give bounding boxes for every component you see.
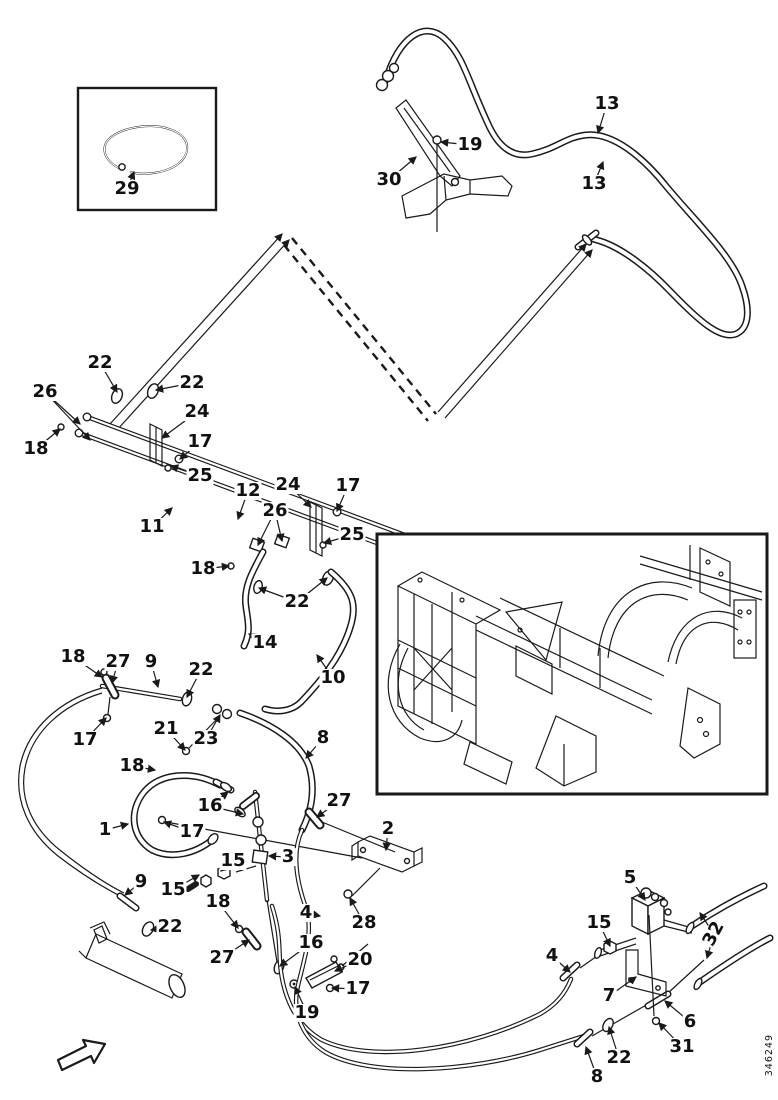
part-callout-11: 11 (138, 516, 166, 537)
part-callout-17: 17 (344, 978, 372, 999)
part-callout-22: 22 (178, 372, 206, 393)
part-callout-16: 16 (297, 932, 325, 953)
part-callout-23: 23 (192, 728, 220, 749)
part-callout-28: 28 (350, 912, 378, 933)
part-callout-24: 24 (183, 401, 211, 422)
part-callout-26: 26 (261, 500, 289, 521)
part-callout-22: 22 (605, 1047, 633, 1068)
part-callout-19: 19 (456, 134, 484, 155)
hose-8-bracket-2-artwork (240, 713, 423, 899)
part-callout-24: 24 (274, 474, 302, 495)
part-callout-9: 9 (143, 651, 159, 672)
part-callout-13: 13 (593, 93, 621, 114)
part-callout-22: 22 (156, 916, 184, 937)
part-callout-17: 17 (178, 821, 206, 842)
part-callout-21: 21 (152, 718, 180, 739)
part-callout-4: 4 (544, 945, 560, 966)
valve-5-assembly-artwork (593, 886, 770, 1017)
part-callout-26: 26 (31, 381, 59, 402)
part-callout-4: 4 (298, 902, 314, 923)
part-callout-22: 22 (86, 352, 114, 373)
part-callout-8: 8 (315, 727, 331, 748)
part-callout-12: 12 (234, 480, 262, 501)
part-callout-15: 15 (219, 850, 247, 871)
direction-arrow-icon (56, 1038, 107, 1072)
part-callout-18: 18 (59, 646, 87, 667)
part-callout-27: 27 (208, 947, 236, 968)
part-callout-25: 25 (186, 465, 214, 486)
part-callout-31: 31 (668, 1036, 696, 1057)
support-sleeve-artwork (78, 921, 186, 999)
part-callout-25: 25 (338, 524, 366, 545)
part-callout-18: 18 (189, 558, 217, 579)
part-callout-16: 16 (196, 795, 224, 816)
part-callout-29: 29 (113, 178, 141, 199)
bracket-30-artwork (395, 99, 513, 232)
part-callout-7: 7 (601, 985, 617, 1006)
part-callout-30: 30 (375, 169, 403, 190)
part-callout-27: 27 (104, 651, 132, 672)
part-callout-3: 3 (280, 846, 296, 867)
snap-ring-inset-box (76, 86, 218, 212)
part-callout-15: 15 (159, 879, 187, 900)
part-callout-8: 8 (589, 1066, 605, 1087)
part-callout-22: 22 (283, 591, 311, 612)
part-callout-22: 22 (187, 659, 215, 680)
part-callout-2: 2 (380, 818, 396, 839)
part-callout-14: 14 (251, 632, 279, 653)
part-callout-19: 19 (293, 1002, 321, 1023)
hose-13-artwork (375, 31, 748, 335)
part-callout-20: 20 (346, 949, 374, 970)
part-callout-18: 18 (22, 438, 50, 459)
part-callout-10: 10 (319, 667, 347, 688)
part-callout-6: 6 (682, 1011, 698, 1032)
part-callout-32: 32 (698, 917, 729, 951)
machine-locator-inset-box (375, 532, 769, 796)
part-callout-5: 5 (622, 867, 638, 888)
routing-lines-artwork (109, 233, 593, 431)
part-callout-15: 15 (585, 912, 613, 933)
part-callout-9: 9 (133, 871, 149, 892)
machine-locator-artwork (387, 545, 763, 787)
part-callout-1: 1 (97, 819, 113, 840)
part-callout-17: 17 (186, 431, 214, 452)
part-callout-17: 17 (334, 475, 362, 496)
part-callout-17: 17 (71, 729, 99, 750)
figure-number: 346249 (764, 1034, 775, 1077)
part-callout-18: 18 (204, 891, 232, 912)
part-callout-18: 18 (118, 755, 146, 776)
part-callout-13: 13 (580, 173, 608, 194)
part-callout-27: 27 (325, 790, 353, 811)
